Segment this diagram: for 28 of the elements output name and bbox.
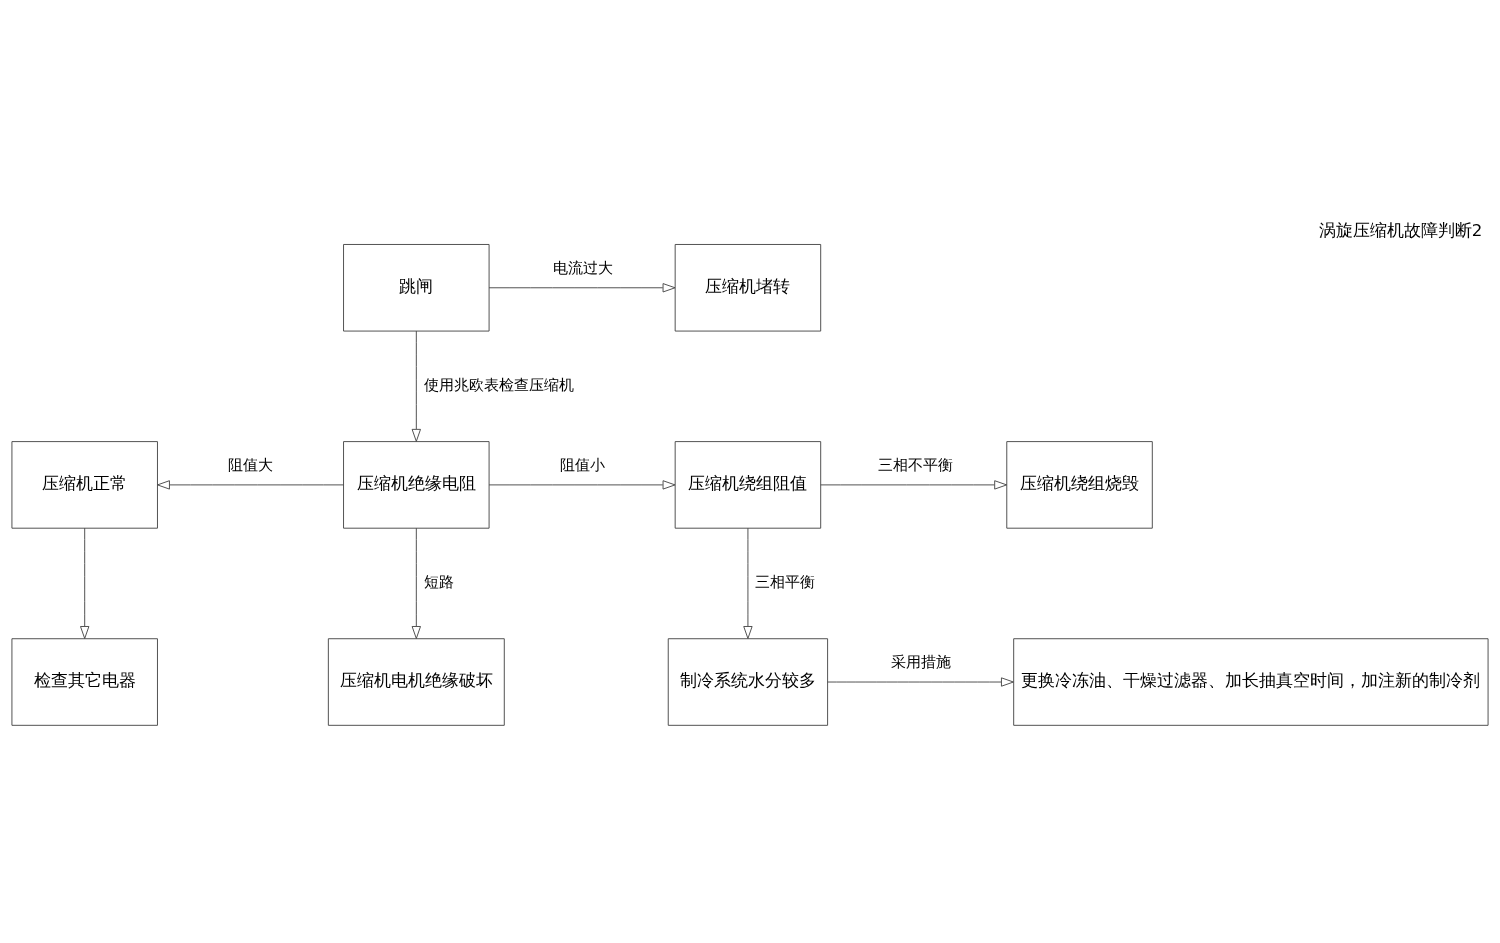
node-box: 压缩机堵转 bbox=[674, 243, 822, 331]
node-box: 压缩机正常 bbox=[11, 440, 158, 529]
diagram-title: 涡旋压缩机故障判断2 bbox=[1318, 220, 1483, 240]
node-box: 压缩机绕组烧毁 bbox=[1006, 440, 1153, 529]
arrow bbox=[820, 479, 1008, 490]
edge-label: 采用措施 bbox=[891, 652, 952, 670]
edge-label: 使用兆欧表检查压缩机 bbox=[423, 375, 574, 393]
arrow bbox=[411, 330, 421, 442]
node-box: 制冷系统水分较多 bbox=[667, 637, 829, 726]
node-box: 压缩机电机绝缘破坏 bbox=[327, 637, 505, 726]
arrow bbox=[157, 479, 344, 490]
arrow bbox=[743, 527, 753, 639]
arrow bbox=[80, 527, 90, 639]
edge-label: 短路 bbox=[423, 572, 454, 590]
edge-label: 阻值大 bbox=[228, 455, 274, 473]
arrow bbox=[488, 479, 676, 490]
node-box: 压缩机绕组阻值 bbox=[674, 440, 822, 529]
node-box: 更换冷冻油、干燥过滤器、加长抽真空时间，加注新的制冷剂 bbox=[1013, 637, 1489, 726]
node-box: 压缩机绝缘电阻 bbox=[343, 440, 490, 529]
arrow bbox=[827, 676, 1014, 687]
edge-label: 阻值小 bbox=[560, 455, 606, 473]
edge-label: 电流过大 bbox=[552, 258, 613, 276]
arrow bbox=[411, 527, 421, 639]
arrow bbox=[488, 282, 676, 292]
node-box: 跳闸 bbox=[343, 243, 490, 331]
edge-label: 三相平衡 bbox=[755, 572, 816, 590]
edge-label: 三相不平衡 bbox=[877, 455, 953, 473]
node-box: 检查其它电器 bbox=[11, 637, 158, 726]
